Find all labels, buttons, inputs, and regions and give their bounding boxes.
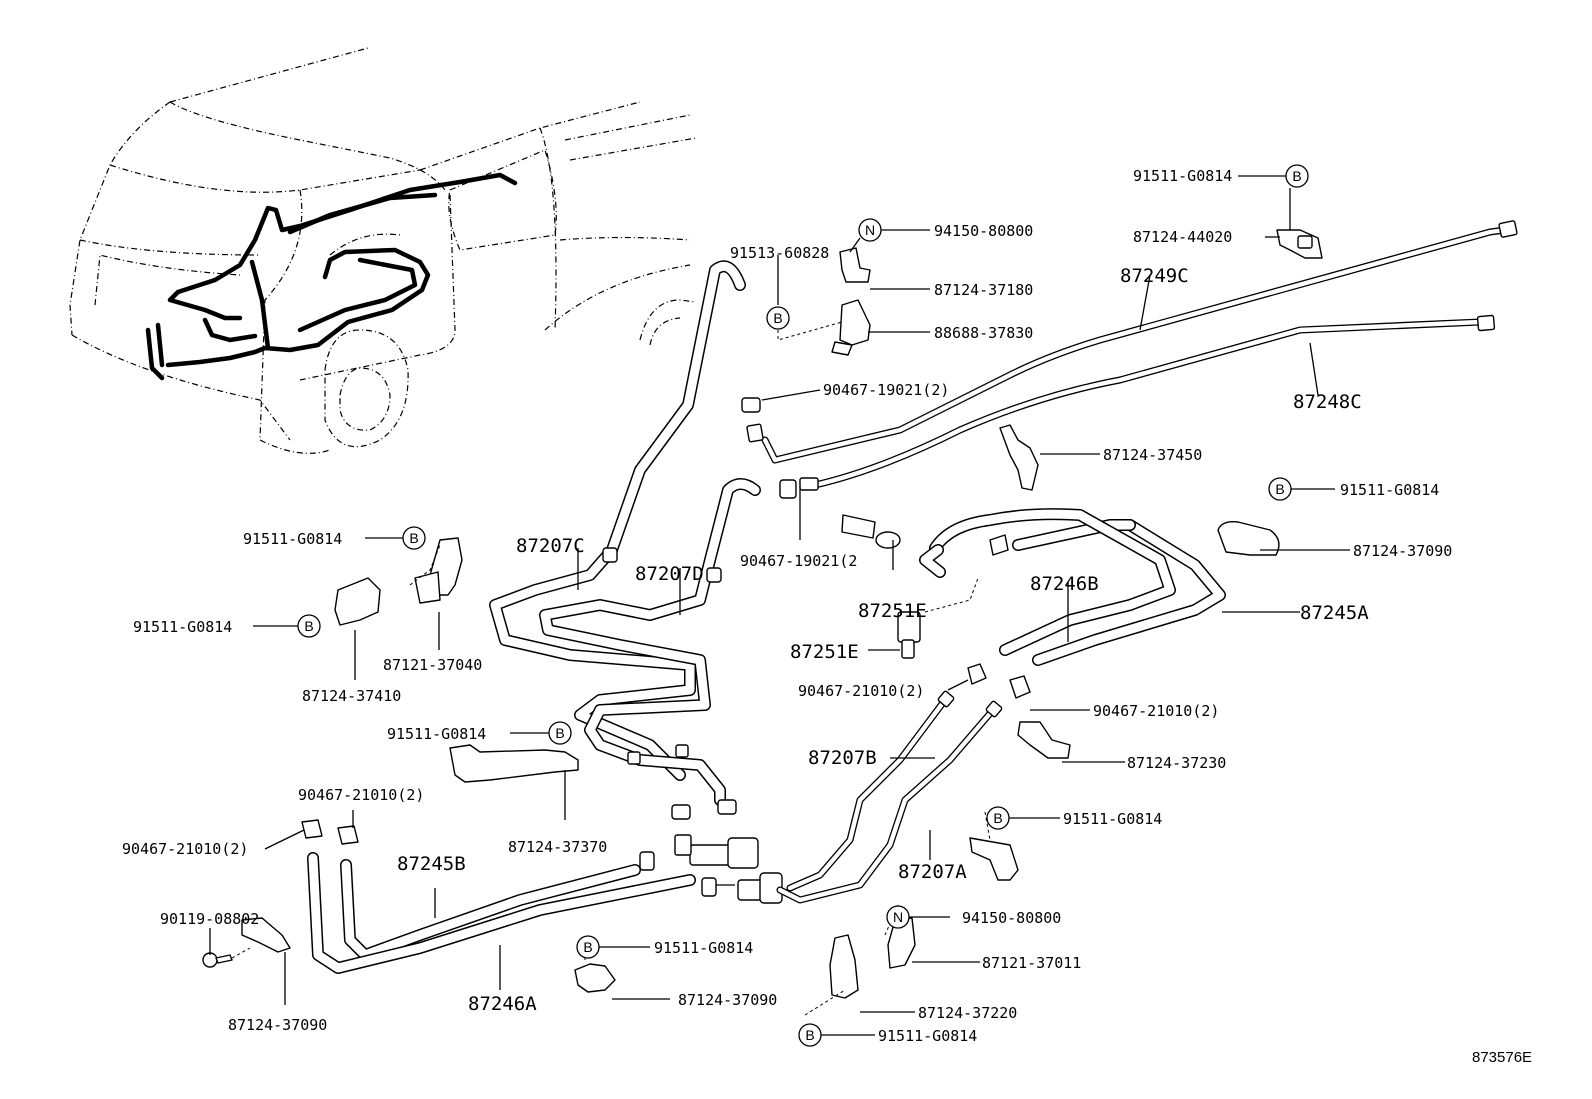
label-87245a: 87245A: [1300, 602, 1369, 624]
bolt-marker: B: [1285, 164, 1309, 188]
nut-marker: N: [858, 218, 882, 242]
label-87207c: 87207C: [516, 535, 585, 557]
bolt-marker: B: [548, 721, 572, 745]
label-87124-37410: 87124-37410: [302, 687, 401, 705]
label-87249c: 87249C: [1120, 265, 1189, 287]
label-87207a: 87207A: [898, 861, 967, 883]
pipe-87207b: [786, 690, 955, 892]
svg-text:B: B: [583, 939, 592, 955]
bolt-marker: B: [986, 806, 1010, 830]
label-87245b: 87245B: [397, 853, 466, 875]
hose-87246b: [919, 508, 1176, 656]
label-91511-g0814: 91511-G0814: [1133, 167, 1232, 185]
label-87124-37090: 87124-37090: [678, 991, 777, 1009]
label-87124-37180: 87124-37180: [934, 281, 1033, 299]
bolt-marker: B: [1268, 477, 1292, 501]
label-91511-g0814: 91511-G0814: [654, 939, 753, 957]
label-90467-21010: 90467-21010(2): [798, 682, 924, 700]
label-87246b: 87246B: [1030, 573, 1099, 595]
markers: B N B B B B B B N B B: [297, 164, 1309, 1047]
svg-text:B: B: [409, 530, 418, 546]
label-87124-37370: 87124-37370: [508, 838, 607, 856]
label-90467-19021: 90467-19021(2: [740, 552, 857, 570]
svg-text:B: B: [773, 310, 782, 326]
svg-text:B: B: [993, 810, 1002, 826]
label-90467-21010: 90467-21010(2): [298, 786, 424, 804]
label-87251e-bottom: 87251E: [790, 641, 859, 663]
clamps-and-brackets: [202, 229, 1323, 999]
pipe-connector-upper: [746, 423, 819, 491]
label-91511-g0814: 91511-G0814: [387, 725, 486, 743]
label-90467-21010: 90467-21010(2): [1093, 702, 1219, 720]
svg-text:B: B: [805, 1027, 814, 1043]
label-94150-80800: 94150-80800: [934, 222, 1033, 240]
nut-marker: N: [886, 905, 910, 929]
hose-87207d: [539, 478, 761, 806]
bolt-marker: B: [402, 526, 426, 550]
svg-text:B: B: [1292, 168, 1301, 184]
svg-text:N: N: [865, 222, 875, 238]
bolt-marker: B: [766, 306, 790, 330]
label-91511-g0814: 91511-G0814: [1340, 481, 1439, 499]
label-91511-g0814: 91511-G0814: [243, 530, 342, 548]
svg-text:N: N: [893, 909, 903, 925]
svg-text:B: B: [304, 618, 313, 634]
label-87251e-top: 87251E: [858, 600, 927, 622]
pipe-87249c: [761, 220, 1518, 464]
label-91511-g0814: 91511-G0814: [1063, 810, 1162, 828]
label-90467-21010: 90467-21010(2): [122, 840, 248, 858]
vehicle-hose-routing: [145, 172, 518, 381]
valve-assembly: [639, 834, 783, 904]
label-87207d: 87207D: [635, 563, 704, 585]
label-87121-37040: 87121-37040: [383, 656, 482, 674]
vehicle-outline: [69, 47, 697, 454]
label-90467-19021: 90467-19021(2): [823, 381, 949, 399]
label-87124-37220: 87124-37220: [918, 1004, 1017, 1022]
label-87246a: 87246A: [468, 993, 537, 1015]
label-87207b: 87207B: [808, 747, 877, 769]
label-87124-37090: 87124-37090: [228, 1016, 327, 1034]
bolt-marker: B: [297, 614, 321, 638]
pipe-87248c: [811, 314, 1496, 489]
pipe-87207a: [776, 700, 1003, 904]
label-87248c: 87248C: [1293, 391, 1362, 413]
hose-clamps-upper: [602, 397, 797, 820]
label-87124-37230: 87124-37230: [1127, 754, 1226, 772]
leader-lines: [209, 175, 1350, 1036]
label-91511-g0814: 91511-G0814: [133, 618, 232, 636]
bolt-marker: B: [576, 935, 600, 959]
label-94150-80800: 94150-80800: [962, 909, 1061, 927]
hose-87245b: [340, 859, 641, 961]
label-87124-37090: 87124-37090: [1353, 542, 1452, 560]
label-88688-37830: 88688-37830: [934, 324, 1033, 342]
bolt-marker: B: [798, 1023, 822, 1047]
label-91511-g0814: 91511-G0814: [878, 1027, 977, 1045]
label-87124-37450: 87124-37450: [1103, 446, 1202, 464]
hose-87246a: [307, 852, 696, 974]
svg-text:B: B: [1275, 481, 1284, 497]
label-87124-44020: 87124-44020: [1133, 228, 1232, 246]
label-90119-08802: 90119-08802: [160, 910, 259, 928]
label-87121-37011: 87121-37011: [982, 954, 1081, 972]
diagram-id: 873576E: [1472, 1049, 1532, 1066]
part-labels: 87249C 87248C 87207C 87207D 87251E 87251…: [122, 167, 1532, 1066]
svg-text:B: B: [555, 725, 564, 741]
label-91513-60828: 91513-60828: [730, 244, 829, 262]
hose-87207c: [489, 260, 746, 781]
